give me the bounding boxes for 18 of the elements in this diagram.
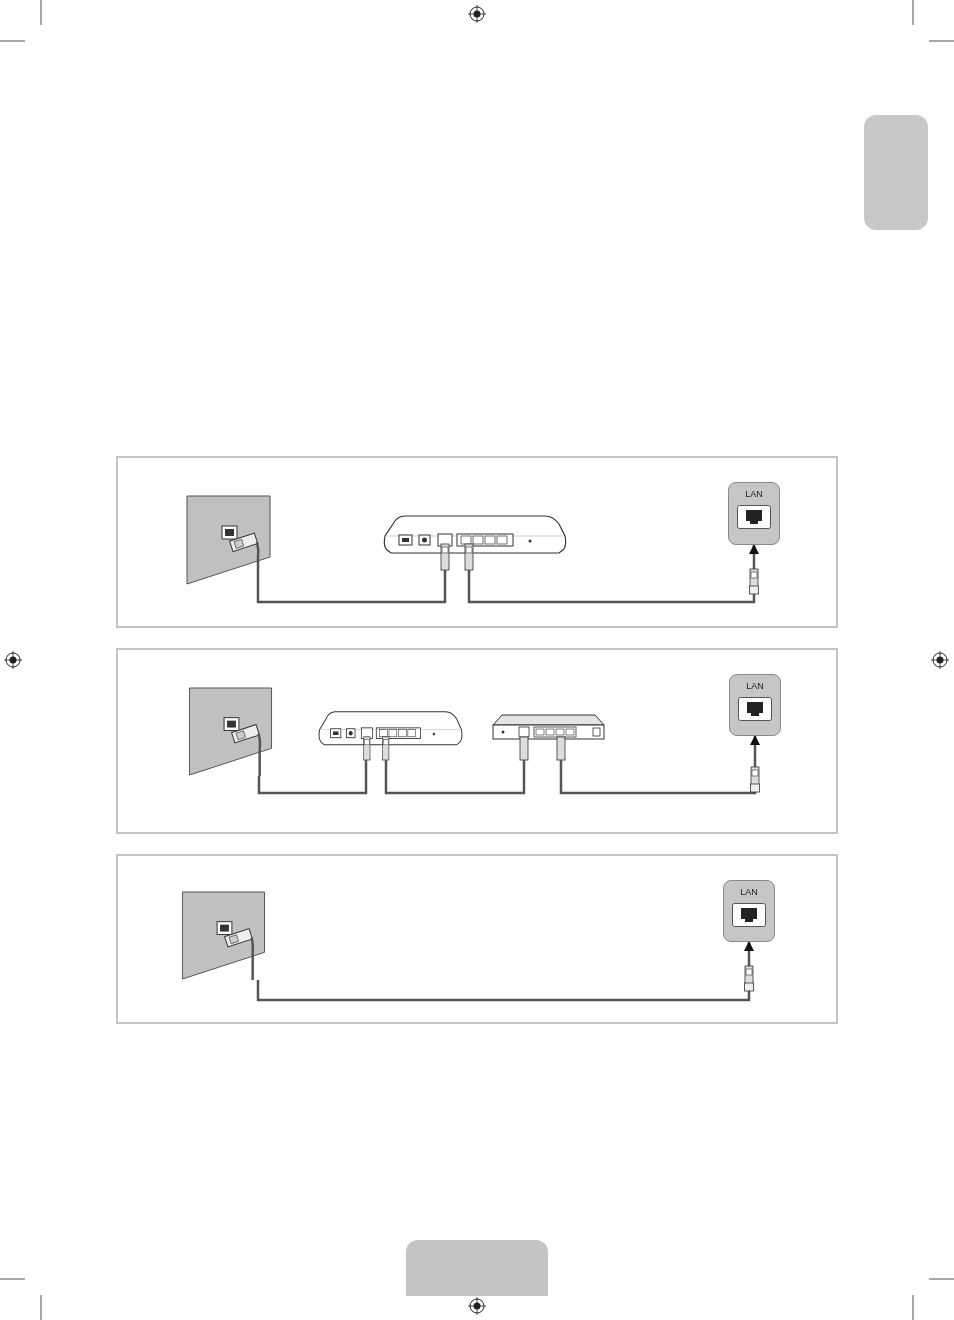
lan-port-panel xyxy=(729,674,781,736)
network-cable xyxy=(467,544,759,604)
lan-port-panel xyxy=(723,880,775,942)
network-cable xyxy=(256,941,754,1002)
network-cable xyxy=(256,570,447,604)
router-drawing xyxy=(383,514,567,570)
network-cable xyxy=(559,735,760,795)
network-switch-drawing xyxy=(492,713,605,760)
wall-outlet-drawing xyxy=(182,892,266,980)
network-cable xyxy=(257,760,368,795)
port-label: LAN xyxy=(745,489,763,500)
router-drawing xyxy=(318,710,463,760)
wall-outlet-drawing xyxy=(187,496,271,585)
port-label: LAN xyxy=(746,681,764,692)
wall-outlet-drawing xyxy=(189,688,273,776)
network-cable xyxy=(384,760,526,795)
port-label: LAN xyxy=(740,887,758,898)
lan-port-panel xyxy=(728,482,780,545)
